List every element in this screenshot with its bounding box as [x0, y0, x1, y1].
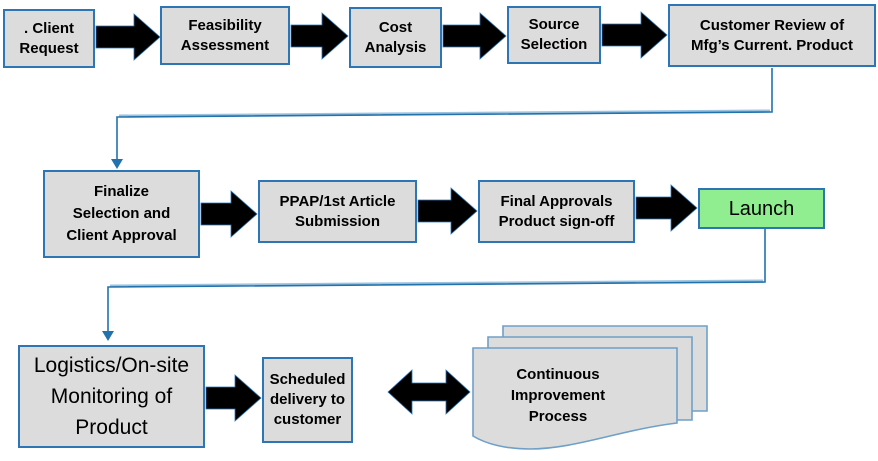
node-label: Launch — [728, 197, 795, 220]
connector-row2-to-row3 — [102, 229, 766, 341]
node-ppap-submission: PPAP/1st Article Submission — [258, 180, 417, 243]
node-launch: Launch — [698, 188, 825, 229]
node-label: . Client Request — [19, 19, 79, 57]
connector-row1-to-row2 — [111, 68, 773, 169]
node-label: PPAP/1st Article Submission — [279, 192, 396, 230]
node-cost-analysis: Cost Analysis — [349, 7, 442, 68]
flow-arrow-4 — [601, 11, 668, 59]
node-label: Finalize Selection and Client Approval — [66, 183, 177, 244]
node-customer-review: Customer Review of Mfg’s Current. Produc… — [668, 4, 876, 67]
flow-arrow-2 — [290, 12, 349, 60]
node-continuous-improvement-label: Continuous Improvement Process — [478, 356, 638, 434]
node-feasibility-assessment: Feasibility Assessment — [160, 6, 290, 65]
flow-arrow-5 — [200, 190, 258, 238]
document-sheet-front — [472, 347, 678, 450]
node-source-selection: Source Selection — [507, 6, 601, 64]
multidocument-shape — [472, 325, 708, 450]
node-scheduled-delivery: Scheduled delivery to customer — [262, 357, 353, 443]
flow-arrow-7 — [635, 184, 698, 232]
node-finalize-selection: Finalize Selection and Client Approval — [43, 170, 200, 258]
node-label: Continuous Improvement Process — [510, 365, 606, 425]
node-client-request: . Client Request — [3, 9, 95, 68]
node-label: Logistics/On-site Monitoring of Product — [33, 354, 190, 439]
flow-arrow-1 — [95, 13, 161, 61]
node-label: Source Selection — [520, 16, 588, 53]
node-label: Final Approvals Product sign-off — [498, 192, 615, 230]
node-logistics-monitoring: Logistics/On-site Monitoring of Product — [18, 345, 205, 448]
flow-arrow-double — [387, 369, 471, 415]
node-label: Scheduled delivery to customer — [269, 371, 346, 428]
flow-arrow-3 — [442, 12, 507, 60]
flow-arrow-8 — [205, 374, 262, 422]
flow-arrow-6 — [417, 187, 478, 235]
connector-arrowhead-down — [102, 331, 114, 341]
connector-arrowhead-down — [111, 159, 123, 169]
node-label: Customer Review of Mfg’s Current. Produc… — [691, 16, 853, 54]
node-final-approvals: Final Approvals Product sign-off — [478, 180, 635, 243]
node-label: Cost Analysis — [364, 18, 427, 56]
node-label: Feasibility Assessment — [180, 16, 270, 54]
